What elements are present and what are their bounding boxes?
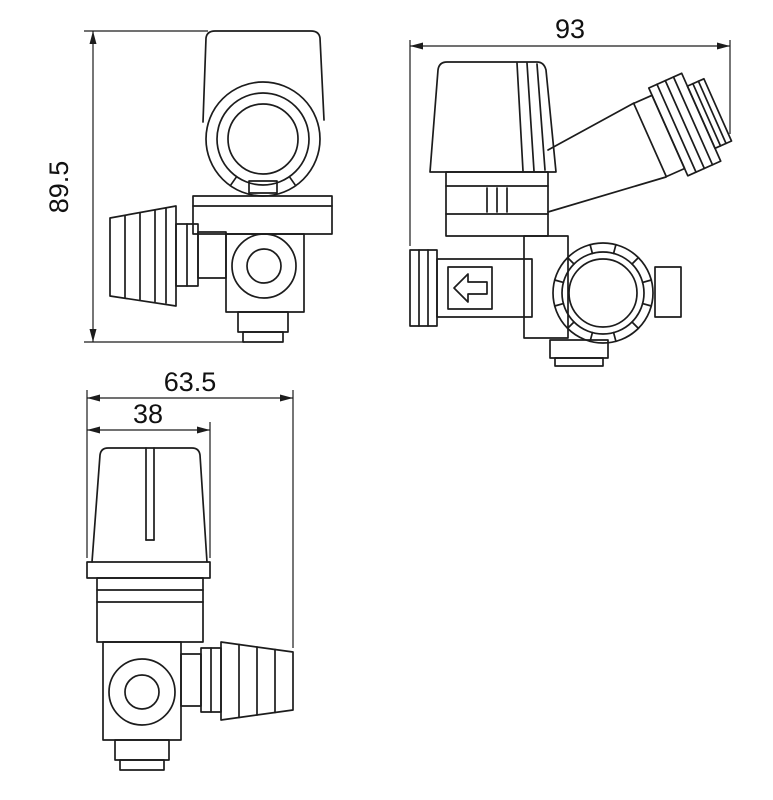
knob-rim-tick: [229, 175, 238, 187]
nut-ridge: [664, 79, 706, 170]
flow-direction-arrow-icon: [447, 266, 493, 310]
ring-outer-circle: [552, 242, 654, 344]
base-width-dimension: 63.5: [86, 367, 294, 648]
port-inner-circle: [246, 248, 282, 284]
bottom-view-drawing: [86, 447, 294, 771]
ring-mid-circle: [561, 251, 645, 335]
ring-tick: [566, 256, 575, 265]
inlet-pipe: [436, 258, 533, 318]
connector-nut: [220, 641, 294, 721]
bottom-outlet: [114, 739, 170, 761]
port-outer-circle: [108, 658, 176, 726]
dimension-label-height: 89.5: [44, 161, 74, 214]
dimension-label-base-width: 63.5: [164, 367, 217, 397]
dimension-label-knob-width: 38: [133, 399, 163, 429]
ring-tick: [553, 279, 565, 284]
ring-tick: [641, 279, 653, 284]
connector-neck: [180, 653, 202, 707]
ring-tick: [631, 256, 640, 265]
connector-neck: [197, 231, 227, 279]
dimension-label-width: 93: [555, 14, 585, 44]
ring-tick: [589, 243, 594, 255]
flow-arrow-glyph: [453, 273, 488, 303]
knob-outline: [429, 61, 557, 173]
flow-arrow-box: [447, 266, 493, 310]
front-view-drawing: [109, 30, 333, 343]
lower-body: [225, 233, 305, 313]
width-dimension: 93: [409, 14, 731, 246]
nut-ridge: [672, 76, 714, 166]
inlet-fitting: [409, 249, 438, 327]
height-dimension: 89.5: [44, 30, 245, 343]
port-outer-circle: [231, 233, 297, 299]
knob-inner-circle: [227, 103, 299, 175]
ring-inner-circle: [568, 258, 638, 328]
knob-outline: [202, 30, 325, 123]
knob-notch: [248, 180, 278, 194]
ring-tick: [612, 243, 617, 255]
ring-tick: [553, 302, 565, 307]
side-view-drawing: [409, 61, 733, 367]
knob-ridge: [526, 62, 535, 172]
ring-tick: [631, 321, 640, 330]
knob-mid-circle: [216, 92, 310, 186]
central-body: [523, 235, 569, 339]
side-tab: [654, 266, 682, 318]
valve-neck: [96, 577, 204, 643]
port-inner-circle: [124, 674, 160, 710]
diagonal-cap: [686, 77, 733, 150]
diagonal-pipe: [547, 102, 667, 213]
valve-body: [445, 171, 549, 237]
bottom-outlet-tip: [242, 331, 284, 343]
ring-tick: [566, 321, 575, 330]
ring-tick: [641, 302, 653, 307]
knob-outline: [91, 447, 208, 563]
cap-thread-line: [697, 80, 727, 145]
diagonal-nut: [647, 72, 722, 177]
bottom-outlet-tip: [554, 357, 604, 367]
nut-ridge: [656, 83, 697, 173]
bottom-outlet-tip: [119, 759, 165, 771]
ring-tick: [612, 331, 617, 343]
knob-width-dimension: 38: [87, 399, 211, 558]
knob-base-flange: [86, 561, 211, 579]
bottom-outlet: [237, 311, 289, 333]
knob-rim-circle: [205, 81, 321, 197]
knob-rim-tick: [288, 175, 297, 187]
connector-nut: [109, 205, 177, 307]
upper-body: [192, 195, 333, 235]
knob-ridge: [536, 63, 546, 171]
knob-ridge: [516, 62, 524, 172]
cap-thread-line: [692, 82, 722, 147]
